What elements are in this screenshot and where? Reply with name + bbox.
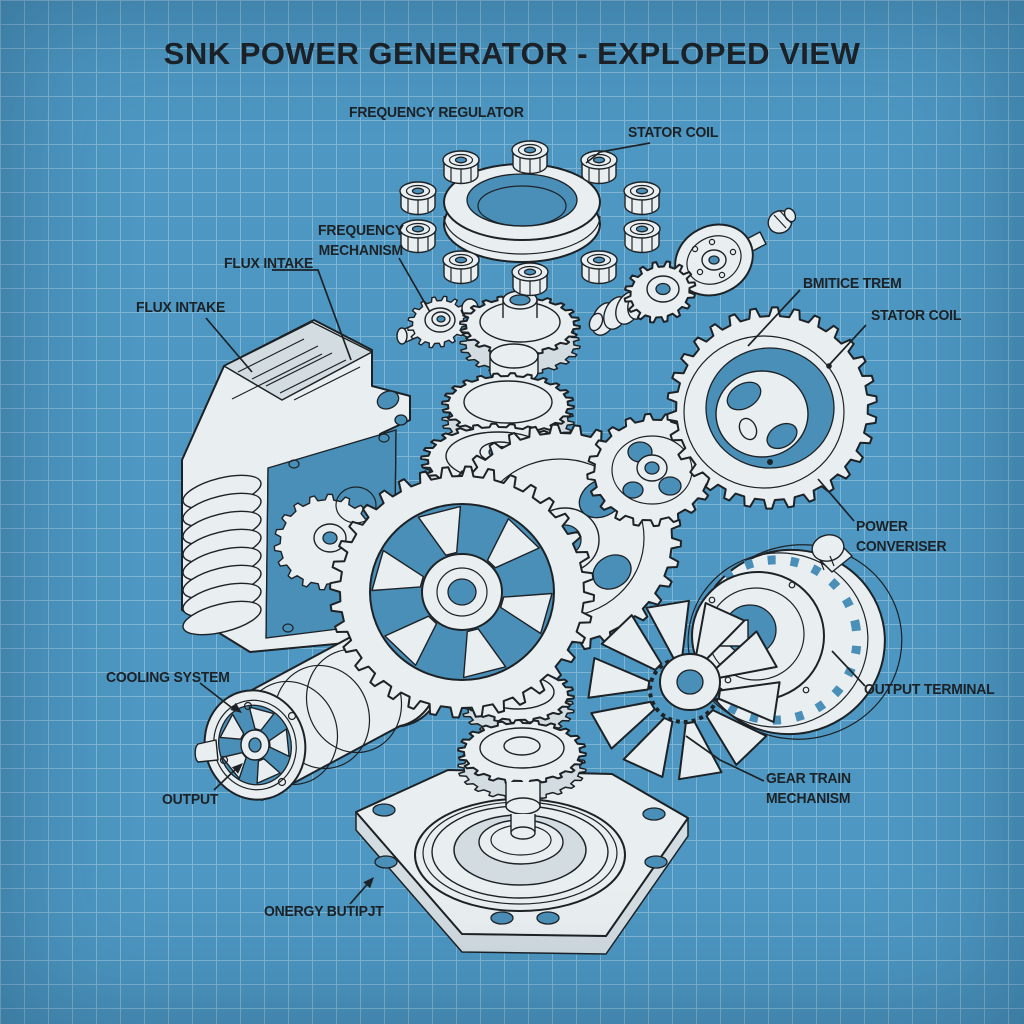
induction-coil xyxy=(182,474,262,636)
label-cooling-system: COOLING SYSTEM xyxy=(106,669,230,686)
main-front-gear xyxy=(329,465,595,719)
regulator-bolt-caps xyxy=(399,140,661,297)
label-stator-coil-right: STATOR COIL xyxy=(871,307,962,324)
rotor-fan xyxy=(587,599,781,781)
leader-flux-intake-lower xyxy=(205,317,253,373)
hex-base-plate xyxy=(355,769,689,955)
leader-arrow-onergy xyxy=(363,877,374,889)
label-onergy-butipjt: ONERGY BUTIPJT xyxy=(264,903,384,920)
worm-gear-assembly xyxy=(588,260,697,336)
label-gear-train-mechanism: GEAR TRAIN MECHANISM xyxy=(766,770,851,808)
leader-bmitice-trem xyxy=(747,289,801,347)
leader-output-terminal xyxy=(831,650,866,687)
flux-intake-housing xyxy=(181,319,411,653)
label-bmitice-trem: BMITICE TREM xyxy=(803,275,902,292)
leader-arrow-output xyxy=(231,763,243,774)
label-output-terminal: OUTPUT TERMINAL xyxy=(864,681,995,698)
gear-spokes xyxy=(371,505,553,679)
label-flux-intake-upper: FLUX INTAKE xyxy=(224,255,314,272)
label-flux-intake-lower: FLUX INTAKE xyxy=(136,299,226,316)
leader-arrow-cooling xyxy=(230,702,242,713)
label-output: OUTPUT xyxy=(162,791,219,808)
label-power-converiser: POWER CONVERISER xyxy=(856,518,947,556)
page-title: SNK POWER GENERATOR - EXPLOPED VIEW xyxy=(163,36,861,71)
leader-stator-coil-right xyxy=(829,324,867,365)
frequency-regulator-assembly xyxy=(399,140,661,297)
frequency-mechanism-gear xyxy=(396,295,479,349)
label-stator-coil-top: STATOR COIL xyxy=(628,124,719,141)
stator-ring-gear xyxy=(666,306,878,510)
leader-cooling-system xyxy=(199,682,237,712)
leader-power-converiser xyxy=(817,478,855,522)
leader-stator-coil-top xyxy=(585,142,651,164)
label-frequency-mechanism: FREQUENCY MECHANISM xyxy=(318,222,404,260)
leader-frequency-mechanism xyxy=(398,257,431,313)
leader-lines xyxy=(199,142,867,905)
leader-flux-intake-upper xyxy=(272,269,352,361)
label-frequency-regulator: FREQUENCY REGULATOR xyxy=(349,104,524,121)
leader-gear-train xyxy=(685,735,765,782)
